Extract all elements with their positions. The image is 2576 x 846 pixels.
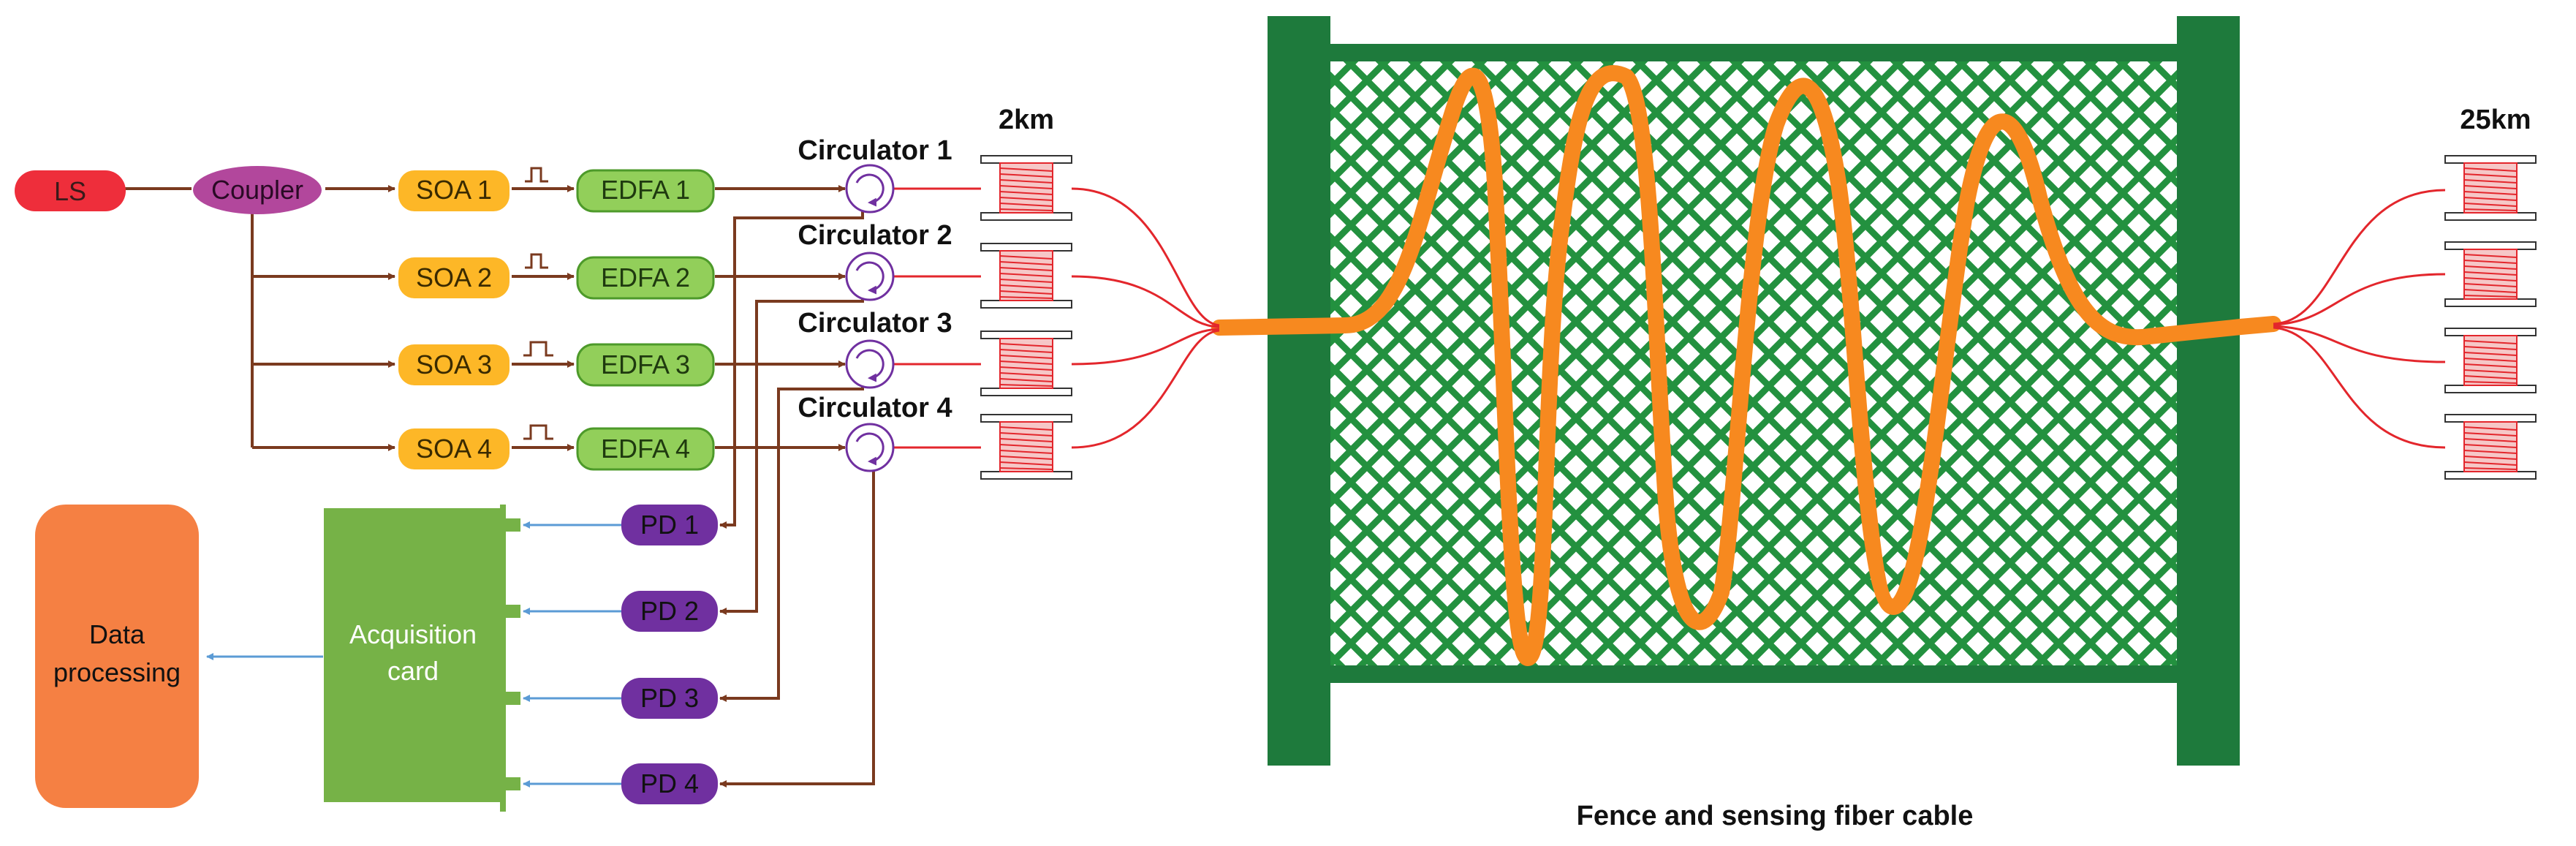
spool-25km-label: 25km bbox=[2460, 105, 2531, 135]
edfa-3-label: EDFA 3 bbox=[601, 350, 690, 379]
processing-label-line1: Data bbox=[89, 619, 145, 649]
data-processing: Data processing bbox=[35, 505, 199, 808]
fence-post-left bbox=[1268, 16, 1330, 766]
pulse-icons bbox=[523, 167, 553, 440]
fence-caption: Fence and sensing fiber cable bbox=[1577, 801, 1974, 831]
spool-2km-label: 2km bbox=[999, 105, 1054, 135]
fence-top-rail bbox=[1329, 44, 2181, 61]
pulse-icon bbox=[523, 341, 553, 357]
edfa-4-label: EDFA 4 bbox=[601, 434, 690, 464]
pd-3-label: PD 3 bbox=[640, 683, 699, 713]
pd-1-label: PD 1 bbox=[640, 510, 699, 540]
pulse-icon bbox=[523, 424, 553, 440]
acquisition-label-line2: card bbox=[387, 656, 439, 686]
acquisition-label-line1: Acquisition bbox=[349, 619, 477, 649]
fence bbox=[1268, 16, 2240, 766]
spool-2km-2 bbox=[980, 243, 1072, 309]
ls-block: LS bbox=[15, 170, 126, 211]
circulator-3: Circulator 3 bbox=[798, 308, 952, 389]
spools-25km bbox=[2444, 155, 2537, 480]
pd-4-label: PD 4 bbox=[640, 768, 699, 798]
pulse-icon bbox=[525, 167, 548, 183]
circulator-2-label: Circulator 2 bbox=[798, 220, 952, 251]
circulator-fibers bbox=[893, 187, 981, 449]
spool-25km-3 bbox=[2444, 328, 2537, 393]
sensing-fiber-cable bbox=[1211, 65, 2281, 666]
circulator-1-label: Circulator 1 bbox=[798, 135, 952, 166]
soa-3-label: SOA 3 bbox=[416, 350, 492, 379]
spools-2km bbox=[980, 155, 1072, 480]
circulator-icon bbox=[855, 349, 884, 382]
soa-2-label: SOA 2 bbox=[416, 263, 492, 292]
fence-mesh bbox=[1329, 48, 2181, 681]
circulator-4-label: Circulator 4 bbox=[798, 393, 952, 423]
fiber-fanout-right bbox=[2273, 189, 2446, 449]
coupler-block: Coupler bbox=[193, 166, 322, 214]
circulator-icon bbox=[855, 261, 884, 295]
spool-2km-3 bbox=[980, 331, 1072, 396]
circulator-icon bbox=[855, 173, 884, 207]
spool-25km-1 bbox=[2444, 155, 2537, 221]
edfa-blocks: EDFA 1 EDFA 2 EDFA 3 EDFA 4 bbox=[576, 169, 715, 471]
spool-25km-2 bbox=[2444, 241, 2537, 307]
pd-blocks: PD 1 PD 2 PD 3 PD 4 bbox=[621, 505, 718, 804]
electrical-lines bbox=[206, 521, 625, 788]
fiber-fanout-left bbox=[1071, 187, 1220, 449]
soa-4-label: SOA 4 bbox=[416, 434, 492, 464]
processing-label-line2: processing bbox=[53, 657, 181, 687]
acquisition-card: Acquisition card bbox=[324, 505, 520, 812]
soa-blocks: SOA 1 SOA 2 SOA 3 SOA 4 bbox=[398, 170, 509, 469]
edfa-2-label: EDFA 2 bbox=[601, 263, 690, 292]
spool-25km-4 bbox=[2444, 414, 2537, 480]
circulator-2: Circulator 2 bbox=[798, 220, 952, 301]
circulator-4: Circulator 4 bbox=[798, 393, 952, 472]
pd-2-label: PD 2 bbox=[640, 596, 699, 626]
soa-1-label: SOA 1 bbox=[416, 175, 492, 205]
spool-2km-1 bbox=[980, 155, 1072, 221]
fence-bottom-rail bbox=[1329, 665, 2181, 683]
pulse-icon bbox=[525, 253, 548, 269]
circulator-1: Circulator 1 bbox=[798, 135, 952, 214]
coupler-label: Coupler bbox=[211, 175, 303, 205]
circulators: Circulator 1 Circulator 2 Circulator 3 C… bbox=[798, 135, 952, 472]
spool-2km-4 bbox=[980, 414, 1072, 480]
edfa-1-label: EDFA 1 bbox=[601, 175, 690, 205]
circulator-3-label: Circulator 3 bbox=[798, 308, 952, 339]
circulator-icon bbox=[855, 432, 884, 466]
ls-label: LS bbox=[54, 176, 86, 206]
fence-post-right bbox=[2177, 16, 2240, 766]
